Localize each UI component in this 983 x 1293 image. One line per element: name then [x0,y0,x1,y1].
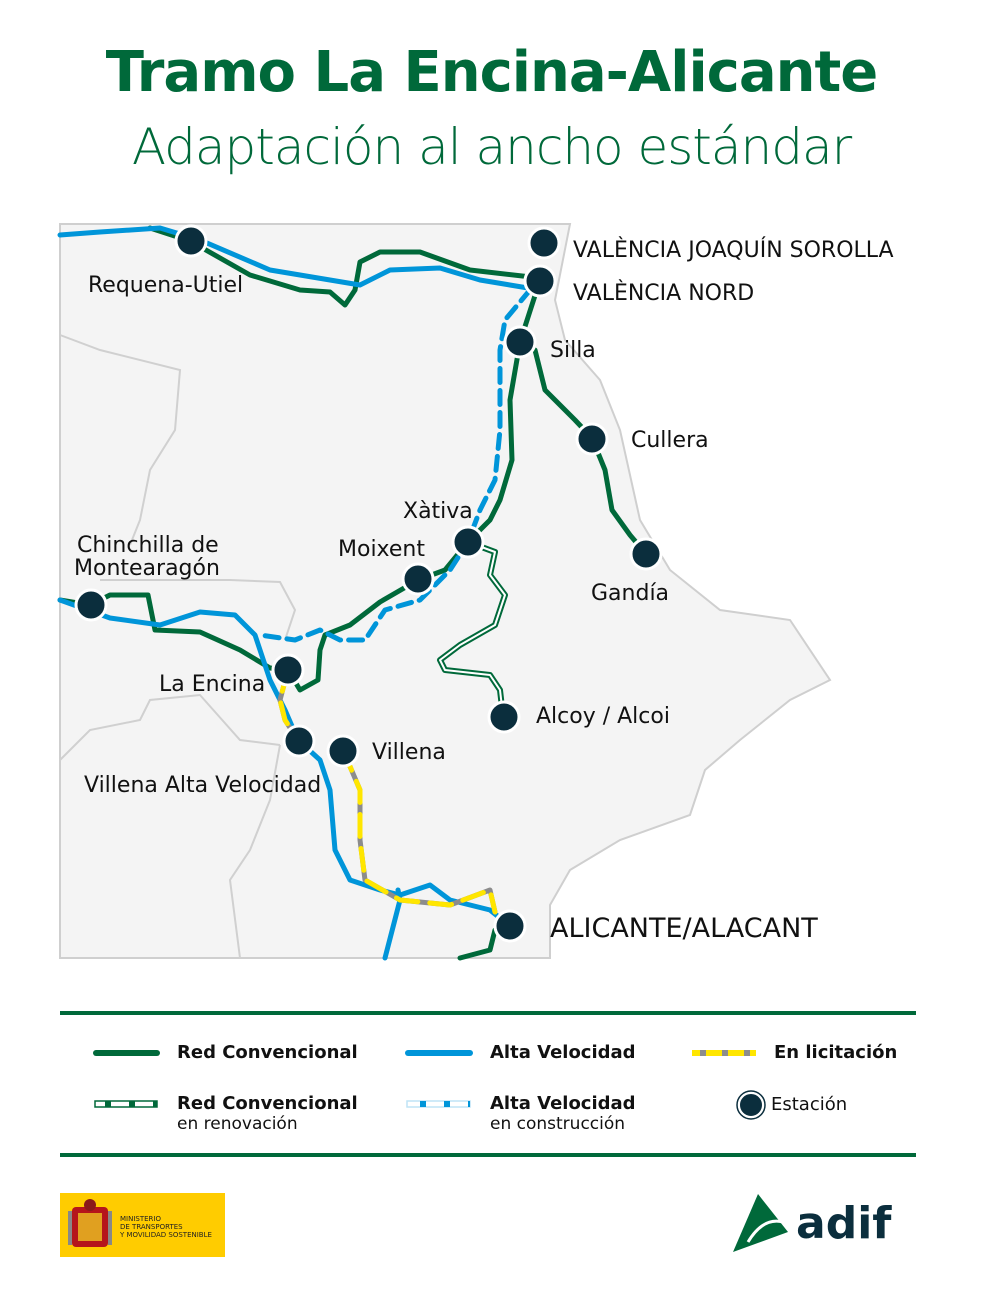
adif-logo: adif [728,1192,918,1258]
label-requena: Requena-Utiel [88,273,243,298]
page-subtitle: Adaptación al ancho estándar [131,118,852,176]
legend-symbol-renovation [94,1100,158,1108]
land-area [59,223,832,959]
legend-conventional: Red Convencional [177,1042,358,1063]
label-valencia-js: VALÈNCIA JOAQUÍN SOROLLA [573,237,894,263]
page-title: Tramo La Encina-Alicante [105,40,878,105]
legend-bottom-rule [60,1153,916,1157]
legend-high-speed: Alta Velocidad [490,1042,636,1063]
legend-station-ring [736,1090,766,1120]
station-villena[interactable] [326,734,360,768]
station-alicante[interactable] [493,909,527,943]
legend-station: Estación [771,1094,847,1115]
legend-label: Red Convencional [177,1093,358,1114]
station-cullera[interactable] [575,422,609,456]
label-la-encina: La Encina [159,672,265,697]
station-moixent[interactable] [401,562,435,596]
label-chinchilla-2: Montearagón [74,556,220,581]
station-alcoy[interactable] [487,700,521,734]
station-valencia-nord[interactable] [523,264,557,298]
legend-tender: En licitación [774,1042,897,1063]
legend-label: Red Convencional [177,1042,358,1063]
station-requena[interactable] [174,224,208,258]
legend-label: En licitación [774,1042,898,1063]
station-gandia[interactable] [629,537,663,571]
renovation-line-inner [439,541,506,717]
conventional-line-requena [147,225,543,308]
label-valencia-nord: VALÈNCIA NORD [573,280,754,306]
label-xativa: Xàtiva [403,499,473,524]
legend-symbol-station [738,1092,764,1118]
high-speed-line-madrid-valencia [57,225,543,293]
station-villena-av[interactable] [282,724,316,758]
rail-map: VALÈNCIA JOAQUÍN SOROLLA VALÈNCIA NORD R… [57,223,894,961]
legend-sublabel: en construcción [490,1114,626,1134]
legend-symbol-construction [406,1100,471,1108]
label-alcoy: Alcoy / Alcoi [536,704,670,729]
legend-label: Alta Velocidad [490,1093,636,1114]
label-cullera: Cullera [631,428,709,453]
svg-text:adif: adif [796,1198,892,1249]
label-villena-av: Villena Alta Velocidad [84,773,321,798]
label-villena: Villena [372,740,446,765]
legend-sublabel: en renovación [177,1114,298,1134]
label-silla: Silla [550,338,596,363]
station-xativa[interactable] [451,525,485,559]
province-borders [59,334,297,959]
legend-symbols [93,1050,766,1120]
station-chinchilla[interactable] [74,588,108,622]
coat-of-arms-icon [68,1199,112,1247]
station-labels: VALÈNCIA JOAQUÍN SOROLLA VALÈNCIA NORD R… [74,237,894,944]
label-alicante: ALICANTE/ALACANT [550,913,818,944]
station-silla[interactable] [503,325,537,359]
high-speed-line-alicante [57,597,513,929]
station-valencia-js[interactable] [527,226,561,260]
legend-label: Estación [771,1094,848,1115]
label-gandia: Gandía [591,581,669,606]
stations [74,224,663,943]
station-la-encina[interactable] [271,653,305,687]
label-moixent: Moixent [338,537,425,562]
legend-top-rule [60,1011,916,1015]
label-chinchilla-1: Chinchilla de [77,533,219,558]
high-speed-line-construction [257,287,533,643]
legend-label: Alta Velocidad [490,1042,636,1063]
